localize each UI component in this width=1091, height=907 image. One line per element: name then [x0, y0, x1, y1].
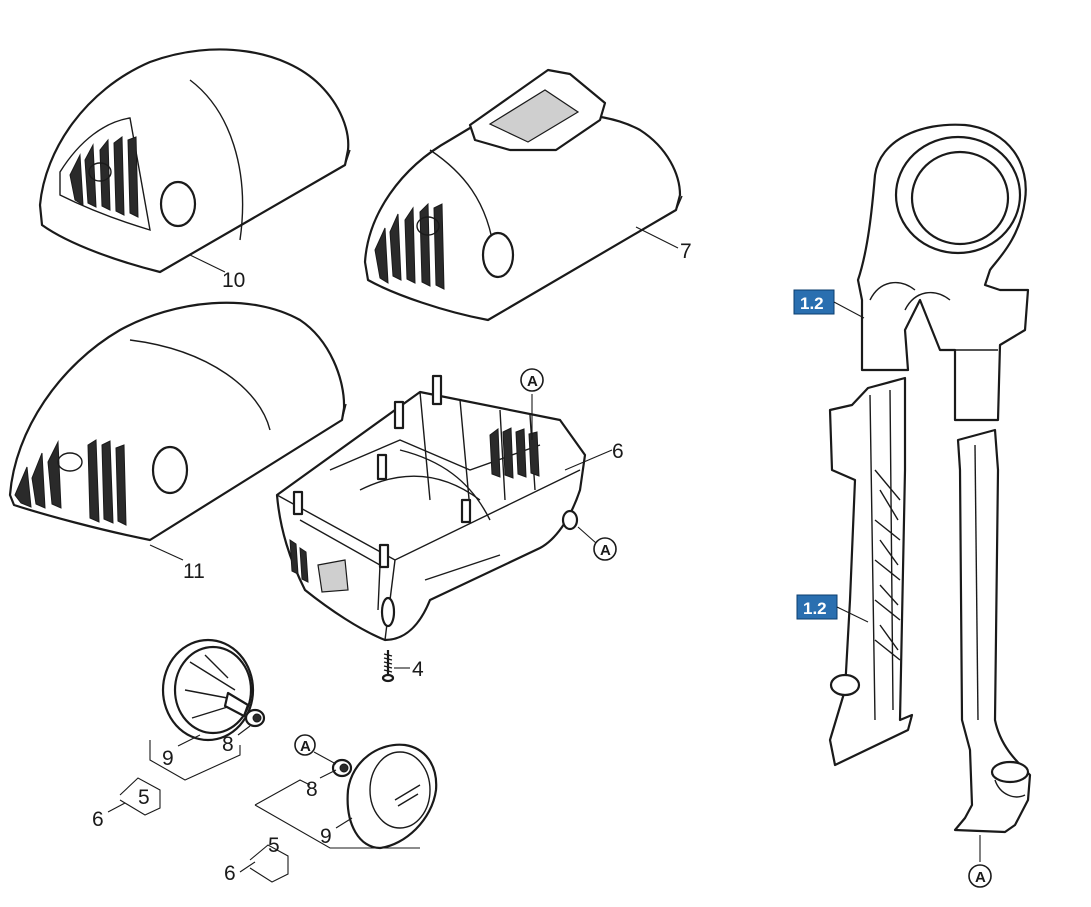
leader-8-a	[237, 725, 251, 736]
handle-bracket-1-2	[828, 376, 914, 767]
callout-6-base: 6	[612, 440, 624, 463]
part-11-large-cover	[8, 301, 347, 542]
callout-5-b: 5	[268, 834, 280, 857]
handle-tube-lower	[953, 428, 1032, 834]
connection-marker-base-right: A	[577, 526, 617, 561]
callout-9-b: 9	[320, 825, 332, 848]
callout-8-b: 8	[306, 778, 318, 801]
connection-marker-base-right-text: A	[600, 542, 611, 559]
callout-6-a: 6	[92, 808, 104, 831]
connection-marker-handle-bottom-text: A	[975, 869, 986, 886]
bracket-5-b	[254, 779, 420, 849]
vent-grille	[14, 439, 127, 526]
wheel-9-b	[346, 743, 438, 850]
leader-8-b	[319, 769, 337, 779]
connection-marker-handle-bottom: A	[968, 835, 992, 888]
reference-badge-upper: 1.2	[793, 289, 835, 315]
connection-marker-wheel: A	[294, 734, 337, 765]
part-10-front-cover	[38, 48, 351, 274]
axle-cap-8-b	[331, 758, 353, 778]
callout-8-a: 8	[222, 733, 234, 756]
callout-6-b: 6	[224, 862, 236, 885]
connection-marker-wheel-text: A	[300, 738, 311, 755]
axle-cap-8-a	[244, 708, 266, 728]
callout-7: 7	[680, 240, 692, 263]
leader-6-b	[239, 861, 256, 873]
leader-6-a	[107, 802, 126, 813]
connection-marker-base-top: A	[520, 368, 544, 440]
base-housing	[275, 374, 587, 642]
bracket-6-a	[119, 777, 161, 816]
vent-grille	[374, 202, 445, 290]
callout-10: 10	[222, 269, 245, 292]
handle-top-grip	[856, 123, 1030, 422]
part-7-top-cover	[363, 68, 683, 322]
leader-badge-lower	[836, 606, 869, 623]
callout-11: 11	[183, 560, 205, 583]
reference-badge-upper-text: 1.2	[800, 294, 824, 313]
vent-grille	[289, 427, 540, 583]
leader-9-a	[177, 734, 201, 747]
part-4-screw	[381, 650, 395, 683]
callout-5-a: 5	[138, 786, 150, 809]
leader-9-b	[335, 817, 353, 829]
bracket-6-b	[249, 844, 289, 883]
leader-10	[189, 254, 226, 273]
callout-4: 4	[412, 658, 424, 681]
leader-11	[149, 544, 184, 561]
reference-badge-lower-text: 1.2	[803, 599, 827, 618]
posts	[292, 374, 472, 569]
connection-marker-base-top-text: A	[527, 373, 538, 390]
wheel-9-a	[161, 638, 255, 742]
leader-6-base	[564, 449, 613, 471]
leader-badge-upper	[833, 301, 865, 319]
callout-9-a: 9	[162, 747, 174, 770]
bracket-5-a	[149, 740, 241, 781]
leader-7	[635, 226, 679, 249]
reference-badge-lower: 1.2	[796, 594, 838, 620]
